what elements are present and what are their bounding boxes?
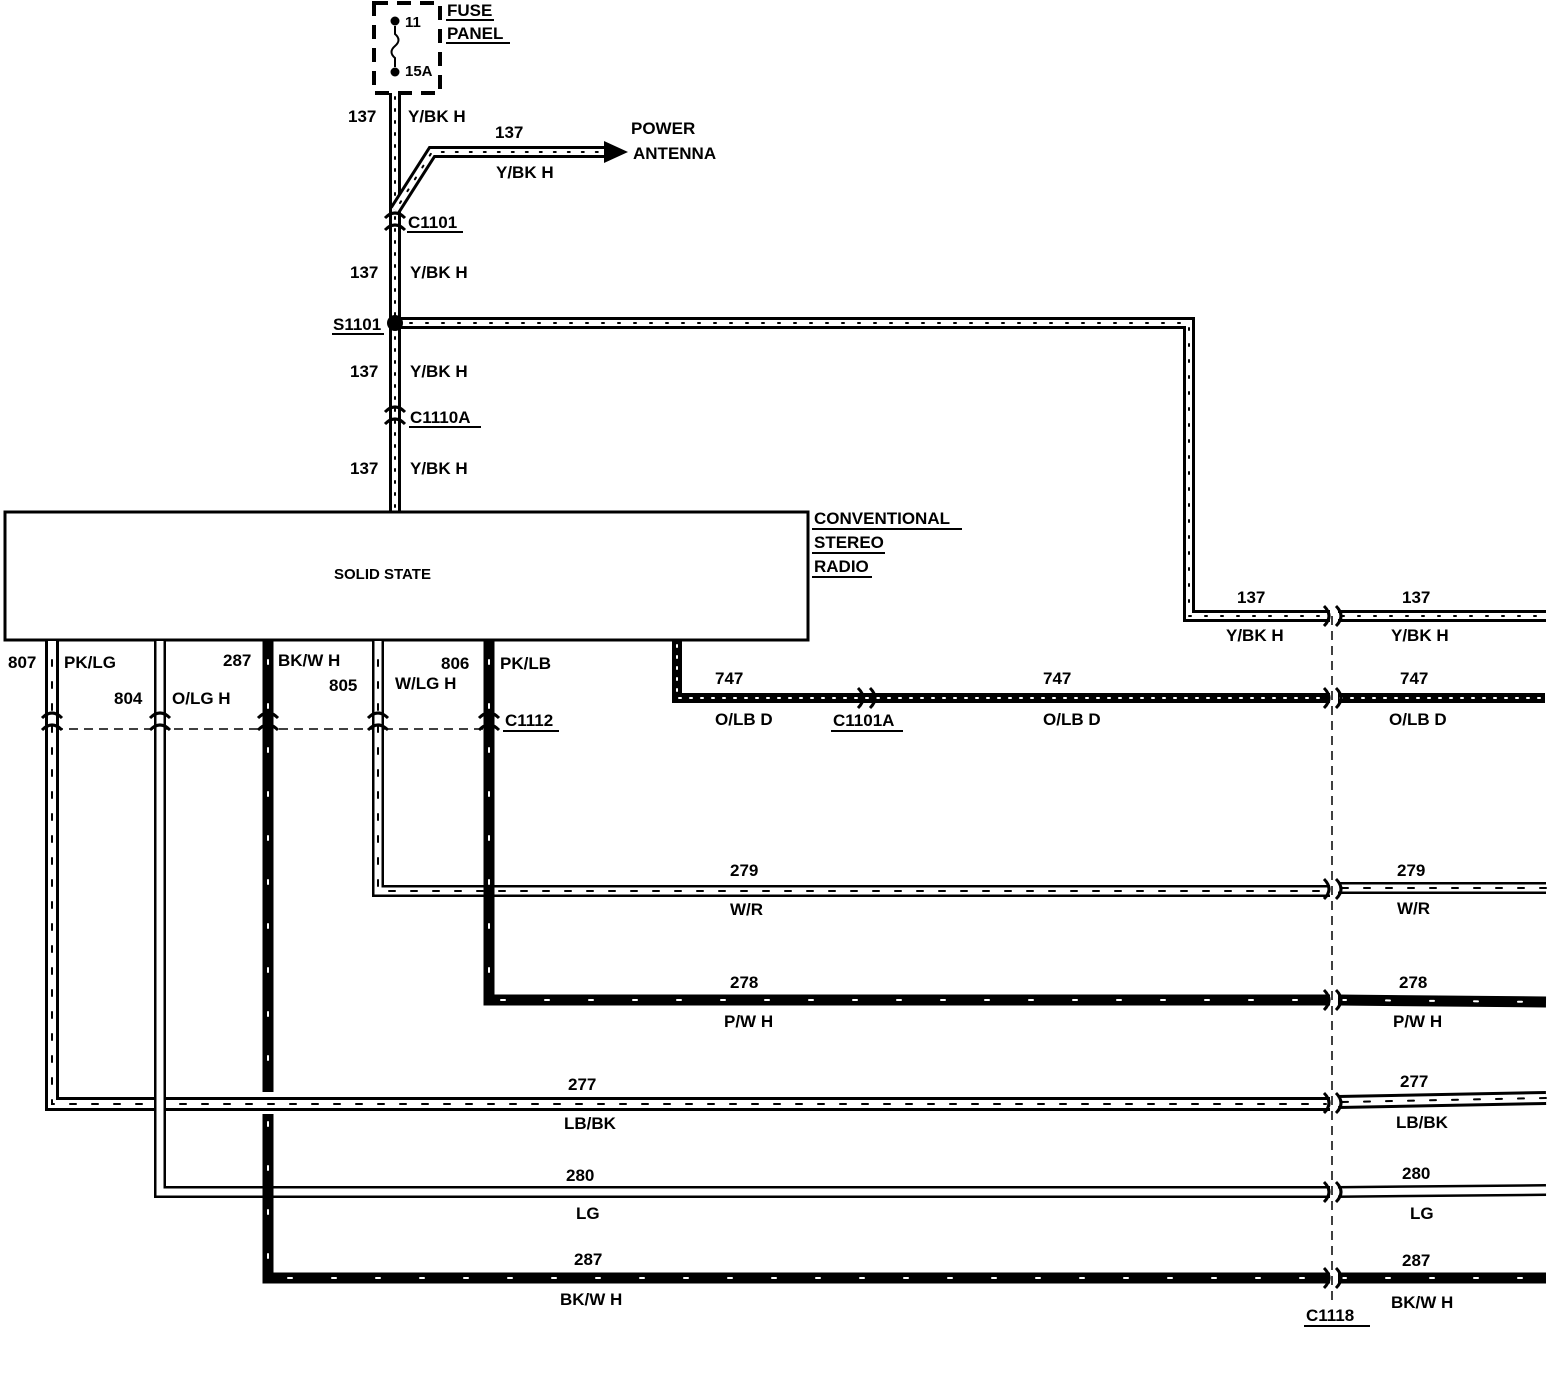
fuse-panel-label-1: FUSE xyxy=(447,1,492,20)
wire-807-277 xyxy=(45,641,1547,1111)
color-287-label-2: BK/W H xyxy=(1391,1293,1453,1312)
circuit-804-label: 804 xyxy=(114,689,143,708)
circuit-806-label: 806 xyxy=(441,654,469,673)
color-137-run-label-2: Y/BK H xyxy=(1391,626,1449,645)
color-287-label-1: BK/W H xyxy=(560,1290,622,1309)
circuit-137-run-label-2: 137 xyxy=(1402,588,1430,607)
radio-box xyxy=(3,510,810,642)
circuit-279-label-1: 279 xyxy=(730,861,758,880)
color-137-label-1: Y/BK H xyxy=(408,107,466,126)
wire-805-279 xyxy=(372,641,1547,897)
power-antenna-label-2: ANTENNA xyxy=(633,144,716,163)
fuse-terminal-bottom xyxy=(390,67,400,77)
circuit-280-label-1: 280 xyxy=(566,1166,594,1185)
fuse-number: 11 xyxy=(405,14,421,31)
connector-c1110a-label: C1110A xyxy=(410,408,471,427)
power-antenna-label-1: POWER xyxy=(631,119,695,138)
circuit-277-label-1: 277 xyxy=(568,1075,596,1094)
color-278-label-2: P/W H xyxy=(1393,1012,1442,1031)
color-747-label-2: O/LB D xyxy=(1043,710,1101,729)
connector-c1101a-label: C1101A xyxy=(833,711,894,730)
color-278-label-1: P/W H xyxy=(724,1012,773,1031)
connector-c1101-label: C1101 xyxy=(408,213,457,232)
circuit-807-label: 807 xyxy=(8,653,36,672)
circuit-747-label-3: 747 xyxy=(1400,669,1428,688)
wire-804-280 xyxy=(154,641,1547,1198)
color-137-label-4: Y/BK H xyxy=(410,459,468,478)
color-806-label: PK/LB xyxy=(500,654,551,673)
color-807-label: PK/LG xyxy=(64,653,116,672)
fuse-rating: 15A xyxy=(405,63,433,80)
wire-806-278 xyxy=(483,641,1547,1008)
circuit-278-label-2: 278 xyxy=(1399,973,1427,992)
circuit-747-label-1: 747 xyxy=(715,669,743,688)
color-279-label-2: W/R xyxy=(1397,899,1430,918)
connector-c1118-label: C1118 xyxy=(1306,1306,1354,1325)
circuit-137-label-2: 137 xyxy=(350,263,378,282)
radio-label-1: CONVENTIONAL xyxy=(814,509,950,528)
circuit-278-label-1: 278 xyxy=(730,973,758,992)
radio-inner-label: SOLID STATE xyxy=(334,566,431,583)
color-747-label-3: O/LB D xyxy=(1389,710,1447,729)
circuit-280-label-2: 280 xyxy=(1402,1164,1430,1183)
wire-747 xyxy=(672,641,1546,703)
circuit-137-label-1: 137 xyxy=(348,107,376,126)
radio-label-3: RADIO xyxy=(814,557,869,576)
color-137-label-2: Y/BK H xyxy=(410,263,468,282)
color-279-label-1: W/R xyxy=(730,900,763,919)
color-747-label-1: O/LB D xyxy=(715,710,773,729)
color-280-label-1: LG xyxy=(576,1204,600,1223)
color-277-label-2: LB/BK xyxy=(1396,1113,1449,1132)
radio-unit: SOLID STATE CONVENTIONAL STEREO RADIO xyxy=(3,509,962,642)
circuit-805-label: 805 xyxy=(329,676,357,695)
power-antenna-arrow xyxy=(604,141,628,163)
fuse-terminal-top xyxy=(390,16,400,26)
circuit-287-top-label: 287 xyxy=(223,651,251,670)
color-137-label-3: Y/BK H xyxy=(410,362,468,381)
fuse-panel: 11 15A FUSE PANEL xyxy=(372,1,510,95)
wire-137-s1101-branch xyxy=(395,317,1330,622)
circuit-277-label-2: 277 xyxy=(1400,1072,1428,1091)
splice-s1101-dot xyxy=(387,315,403,331)
circuit-747-label-2: 747 xyxy=(1043,669,1071,688)
circuit-287-label-2: 287 xyxy=(1402,1251,1430,1270)
circuit-137-antenna-label: 137 xyxy=(495,123,523,142)
color-280-label-2: LG xyxy=(1410,1204,1434,1223)
color-137-run-label-1: Y/BK H xyxy=(1226,626,1284,645)
circuit-279-label-2: 279 xyxy=(1397,861,1425,880)
color-805-label: W/LG H xyxy=(395,674,456,693)
color-804-label: O/LG H xyxy=(172,689,231,708)
radio-label-2: STEREO xyxy=(814,533,884,552)
fuse-element xyxy=(390,26,400,67)
wire-287 xyxy=(262,641,1547,1284)
circuit-137-run-label-1: 137 xyxy=(1237,588,1265,607)
splice-s1101-label: S1101 xyxy=(333,315,381,334)
color-287-top-label: BK/W H xyxy=(278,651,340,670)
circuit-137-label-3: 137 xyxy=(350,362,378,381)
color-137-antenna-label: Y/BK H xyxy=(496,163,554,182)
connector-c1112-label: C1112 xyxy=(505,711,553,730)
color-277-label-1: LB/BK xyxy=(564,1114,617,1133)
fuse-panel-box xyxy=(372,1,442,95)
wire-137-antenna-branch xyxy=(389,141,628,214)
circuit-287-label-1: 287 xyxy=(574,1250,602,1269)
circuit-137-label-4: 137 xyxy=(350,459,378,478)
fuse-panel-label-2: PANEL xyxy=(447,24,503,43)
